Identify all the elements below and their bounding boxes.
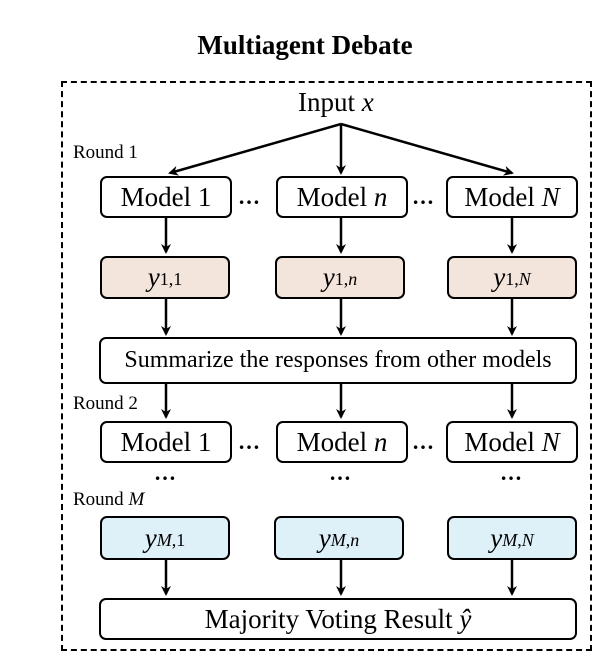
summarize-node: Summarize the responses from other model… <box>99 337 577 384</box>
model-n-label: Model <box>296 181 368 212</box>
diagram-title: Multiagent Debate <box>197 30 413 60</box>
ellipsis-3: … <box>238 429 261 454</box>
round-2-model-N: Model N <box>446 421 578 463</box>
model-n-variable: n <box>373 181 388 212</box>
arrow-input-to-model-1 <box>168 122 342 176</box>
result-variable: ŷ <box>459 603 472 634</box>
round-1-model-1: Model 1 <box>100 176 232 218</box>
result-label: Majority Voting Result <box>204 603 453 634</box>
round-2-model-n: Model n <box>276 421 408 463</box>
model-N-variable: N <box>541 181 560 212</box>
input-node: Input x <box>298 87 374 118</box>
ellipsis-1: … <box>238 184 261 209</box>
continuation-dots-n: … <box>329 460 352 485</box>
round-2-label: Round 2 <box>73 393 138 414</box>
continuation-dots-N: … <box>500 460 523 485</box>
round-1-model-n: Model n <box>276 176 408 218</box>
round-M-label: Round M <box>73 489 145 510</box>
round-2-model-1: Model 1 <box>100 421 232 463</box>
input-label: Input <box>298 87 355 117</box>
debate-frame <box>61 81 592 651</box>
majority-voting-result-node: Majority Voting Result ŷ <box>99 598 577 640</box>
summarize-label: Summarize the responses from other model… <box>124 347 552 373</box>
ellipsis-4: … <box>412 429 435 454</box>
input-variable: x <box>361 87 374 117</box>
continuation-dots-1: … <box>154 460 177 485</box>
round-1-model-N: Model N <box>446 176 578 218</box>
round-1-label: Round 1 <box>73 142 138 163</box>
model-1-label: Model 1 <box>120 181 212 212</box>
ellipsis-2: … <box>412 184 435 209</box>
model-N-label: Model <box>464 181 535 212</box>
arrow-input-to-model-N <box>340 122 514 176</box>
